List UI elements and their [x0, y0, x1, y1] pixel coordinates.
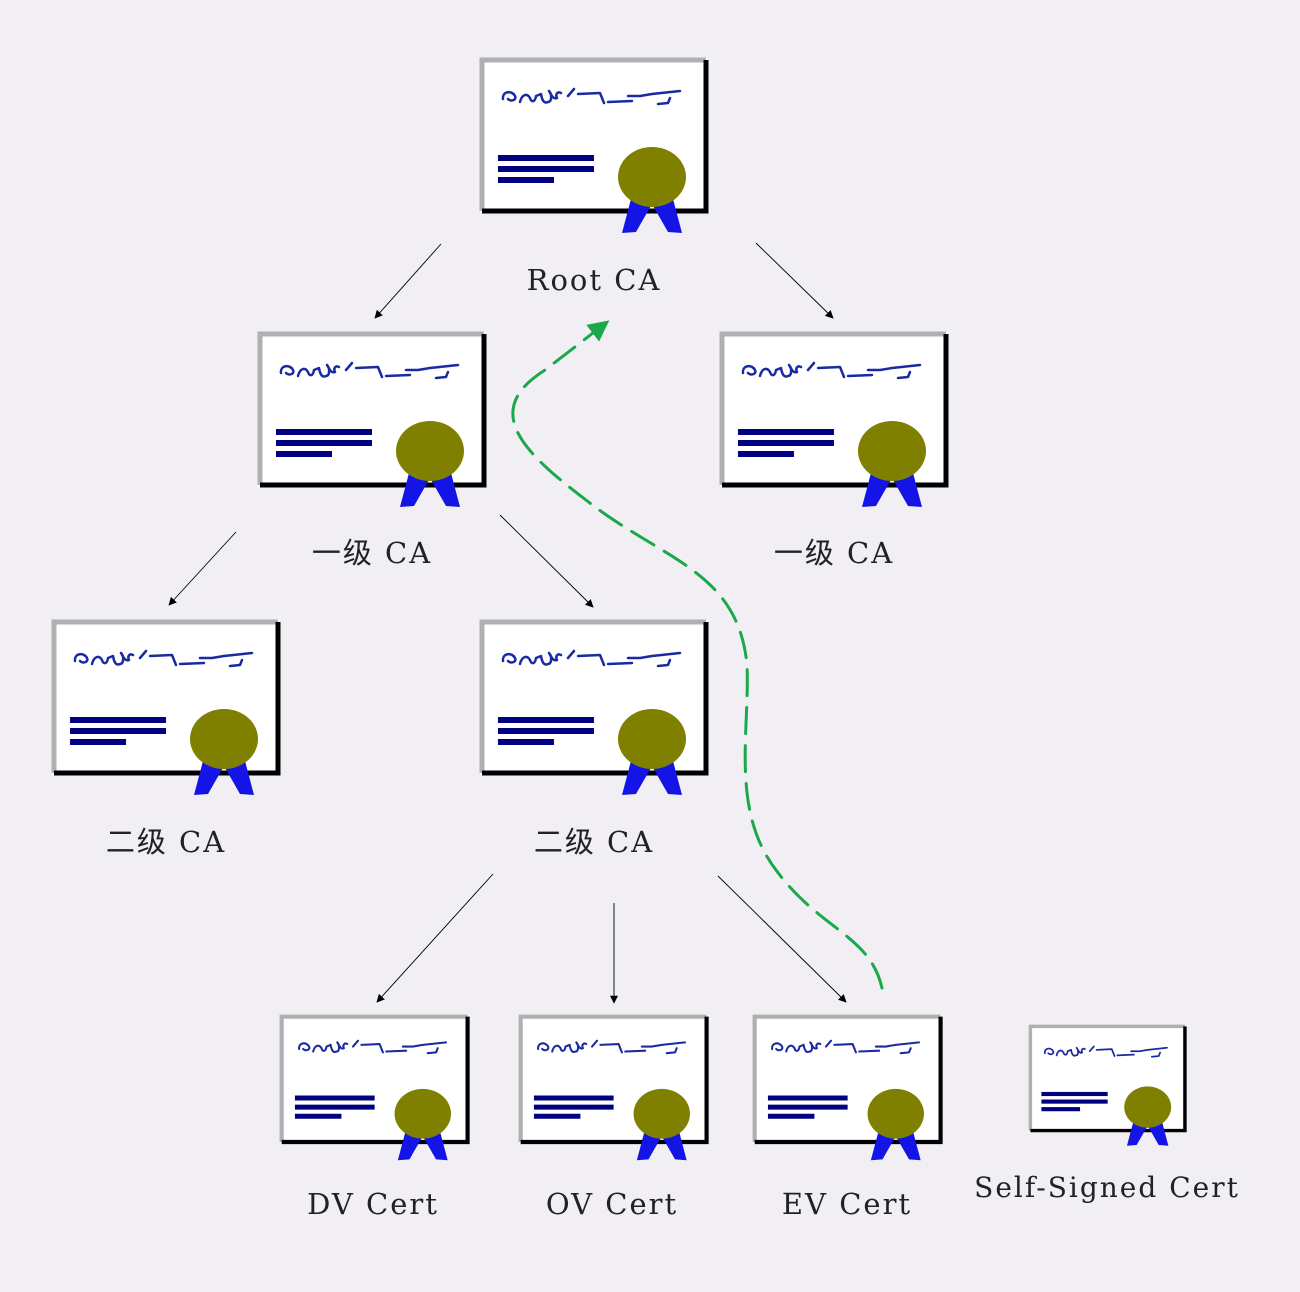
- label-root-ca: Root CA: [527, 263, 662, 297]
- certificate-icon: [519, 1015, 708, 1160]
- label-ov-cert: OV Cert: [546, 1187, 678, 1221]
- arrow-root-to-level1-left: [374, 243, 442, 319]
- hierarchy-arrows: [168, 242, 847, 1004]
- label-dv-cert: DV Cert: [307, 1187, 439, 1221]
- certificate-ov[interactable]: [519, 1015, 708, 1160]
- certificate-level2-ca-left[interactable]: [52, 620, 280, 795]
- certificate-ev[interactable]: [753, 1015, 942, 1160]
- certificate-icon: [258, 332, 486, 507]
- verification-path-arrow: [511, 320, 884, 990]
- label-level2-ca-right: 二级 CA: [534, 825, 654, 859]
- certificate-icon: [52, 620, 280, 795]
- arrow-level2-to-ev: [717, 875, 847, 1003]
- label-level2-ca-left: 二级 CA: [106, 825, 226, 859]
- arrow-level1-to-level2-right: [499, 514, 594, 608]
- certificate-icon: [753, 1015, 942, 1160]
- arrow-root-to-level1-right: [755, 242, 834, 319]
- certificate-icon: [480, 58, 708, 233]
- certificate-icon: [1027, 1023, 1189, 1148]
- label-level1-ca-left: 一级 CA: [312, 536, 432, 570]
- label-ev-cert: EV Cert: [782, 1187, 912, 1221]
- arrow-level1-to-level2-left: [168, 531, 237, 606]
- certificate-icon: [280, 1015, 469, 1160]
- certificate-level2-ca-right[interactable]: [480, 620, 708, 795]
- certificate-icon: [480, 620, 708, 795]
- certificate-self-signed[interactable]: [1027, 1023, 1189, 1148]
- certificate-level1-ca-right[interactable]: [720, 332, 948, 507]
- certificate-root-ca[interactable]: [480, 58, 708, 233]
- label-level1-ca-right: 一级 CA: [774, 536, 894, 570]
- certificate-level1-ca-left[interactable]: [258, 332, 486, 507]
- certificate-icon: [720, 332, 948, 507]
- arrow-level2-to-dv: [376, 873, 494, 1003]
- certificate-dv[interactable]: [280, 1015, 469, 1160]
- label-self-signed-cert: Self-Signed Cert: [974, 1171, 1240, 1204]
